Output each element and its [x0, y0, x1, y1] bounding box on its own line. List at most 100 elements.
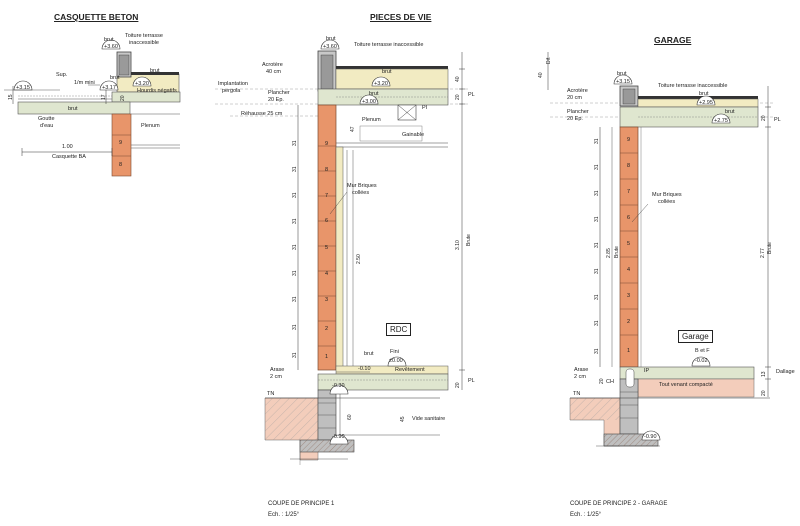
c1-dim-20b: 20 — [455, 382, 461, 388]
c1-dim-47: 47 — [350, 126, 356, 132]
c2-brut-2: brut — [699, 91, 709, 97]
c1-toiture: Toiture terrasse inaccessible — [354, 42, 424, 48]
coupe2-dallage — [619, 366, 755, 380]
c2-course-h-6: 31 — [594, 268, 600, 274]
c1-course-6: 6 — [325, 218, 329, 224]
casq-level-360: +3.60 — [104, 44, 118, 50]
c2-caption: COUPE DE PRINCIPE 2 - GARAGE — [570, 501, 668, 507]
c2-dim-40: 40 — [538, 72, 544, 78]
c1-course-9: 9 — [325, 141, 329, 147]
c1-caption: COUPE DE PRINCIPE 1 — [268, 501, 335, 507]
casq-brut-slab: brut — [68, 106, 78, 112]
c1-plancher-2: 20 Ep. — [268, 97, 284, 103]
c2-dim-13: 13 — [761, 371, 767, 377]
casq-level-315: +3.15 — [16, 85, 30, 91]
c2-level-002: -0.02 — [695, 358, 708, 364]
c2-course-1: 1 — [627, 348, 631, 354]
c1-pi: PI — [422, 105, 428, 111]
c2-dif: Dif. — [546, 56, 552, 65]
coupe1-gainable — [359, 125, 423, 142]
coupe1-roof-insulation — [335, 68, 449, 90]
c2-course-h-7: 31 — [594, 294, 600, 300]
casq-dim-17: 17 — [101, 94, 107, 100]
c2-course-4: 4 — [627, 267, 631, 273]
coupe2-brick-joints — [620, 152, 638, 336]
c1-implant-2: pergola — [222, 88, 241, 94]
c2-course-h-3: 31 — [594, 190, 600, 196]
casq-casquette-ba: Casquette BA — [52, 154, 86, 160]
c2-toiture: Toiture terrasse inaccessible — [658, 83, 728, 89]
c1-arase-2: 2 cm — [270, 374, 282, 380]
c1-course-h-9: 31 — [292, 352, 298, 358]
c1-course-h-5: 31 — [292, 244, 298, 250]
c1-level-000: ±0.00 — [389, 358, 403, 364]
c2-brut: brut — [617, 71, 627, 77]
c2-course-h-2: 31 — [594, 164, 600, 170]
c1-dim-250: 2.50 — [356, 254, 362, 264]
c2-course-9: 9 — [627, 137, 631, 143]
c1-course-3: 3 — [325, 297, 329, 303]
c2-level-295: +2.95 — [699, 100, 713, 106]
c2-course-h-4: 31 — [594, 216, 600, 222]
c1-dim-20a: 20 — [455, 94, 461, 100]
casquette-waterproofing — [131, 72, 179, 75]
c1-acrotere-2: 40 cm — [266, 69, 281, 75]
c2-dim-20c: 20 — [599, 378, 605, 384]
c1-brute: Brute — [466, 234, 472, 246]
c2-acrotere-1: Acrotère — [567, 88, 588, 94]
casq-sup: Sup. — [56, 72, 68, 78]
c2-course-5: 5 — [627, 241, 631, 247]
c1-course-7: 7 — [325, 193, 329, 199]
casq-dim-20: 20 — [120, 95, 126, 101]
c2-ch: CH — [606, 379, 614, 385]
c1-course-h-7: 31 — [292, 296, 298, 302]
casq-brut-3: brut — [110, 75, 120, 81]
c1-tn: TN — [267, 391, 275, 397]
casq-toiture-1: Toiture terrasse — [125, 33, 163, 39]
coupe1-floor-finish — [335, 365, 449, 375]
c2-mur-1: Mur Briques — [652, 192, 682, 198]
title-garage: GARAGE — [654, 35, 692, 45]
casq-toiture-2: inaccessible — [129, 40, 159, 46]
c2-course-h-1: 31 — [594, 138, 600, 144]
c2-tout-venant: Tout venant compacté — [659, 382, 713, 388]
c2-brut-3: brut — [725, 109, 735, 115]
c1-course-h-4: 31 — [292, 218, 298, 224]
c2-betf: B et F — [695, 348, 710, 354]
casquette-slab-band — [111, 91, 181, 103]
casq-hourdis: Hourdis négatifs — [137, 88, 177, 94]
c1-plenum: Plenum — [362, 117, 381, 123]
c1-level-360: +3.60 — [323, 44, 337, 50]
c2-dim-277: 2.77 — [760, 248, 766, 258]
c1-course-h-1: 31 — [292, 140, 298, 146]
casq-brut-top: brut — [104, 37, 114, 43]
c1-course-1: 1 — [325, 354, 329, 360]
c1-level-030: -0.30 — [332, 383, 345, 389]
c1-brut-3: brut — [369, 91, 379, 97]
c1-arase-1: Arase — [270, 367, 285, 373]
casq-plenum: Plenum — [141, 123, 160, 129]
c1-course-h-8: 31 — [292, 324, 298, 330]
c2-level-315: +3.15 — [616, 79, 630, 85]
c2-brute-2: Brute — [767, 242, 773, 254]
casq-row-8: 8 — [119, 162, 123, 168]
c2-course-h-5: 31 — [594, 242, 600, 248]
coupe2-drain — [625, 368, 635, 388]
c1-pl-2: PL — [468, 378, 475, 384]
c1-dim-45: 45 — [400, 416, 406, 422]
c1-level-320: +3.20 — [374, 81, 388, 87]
casq-level-320: +3.20 — [135, 81, 149, 87]
c1-mur-2: collées — [352, 190, 370, 196]
c2-plancher-2: 20 Ep. — [567, 116, 583, 122]
coupe1-floor-slab — [317, 373, 449, 391]
title-casquette: CASQUETTE BETON — [54, 12, 139, 22]
casq-dim-100: 1.00 — [62, 144, 73, 150]
casq-dim-15: 15 — [8, 94, 14, 100]
c2-mur-2: collées — [658, 199, 676, 205]
c1-course-2: 2 — [325, 326, 329, 332]
casquette-ba-slab — [17, 101, 131, 115]
c2-course-2: 2 — [627, 319, 631, 325]
title-pieces-de-vie: PIECES DE VIE — [370, 12, 432, 22]
c2-arase-2: 2 cm — [574, 374, 586, 380]
